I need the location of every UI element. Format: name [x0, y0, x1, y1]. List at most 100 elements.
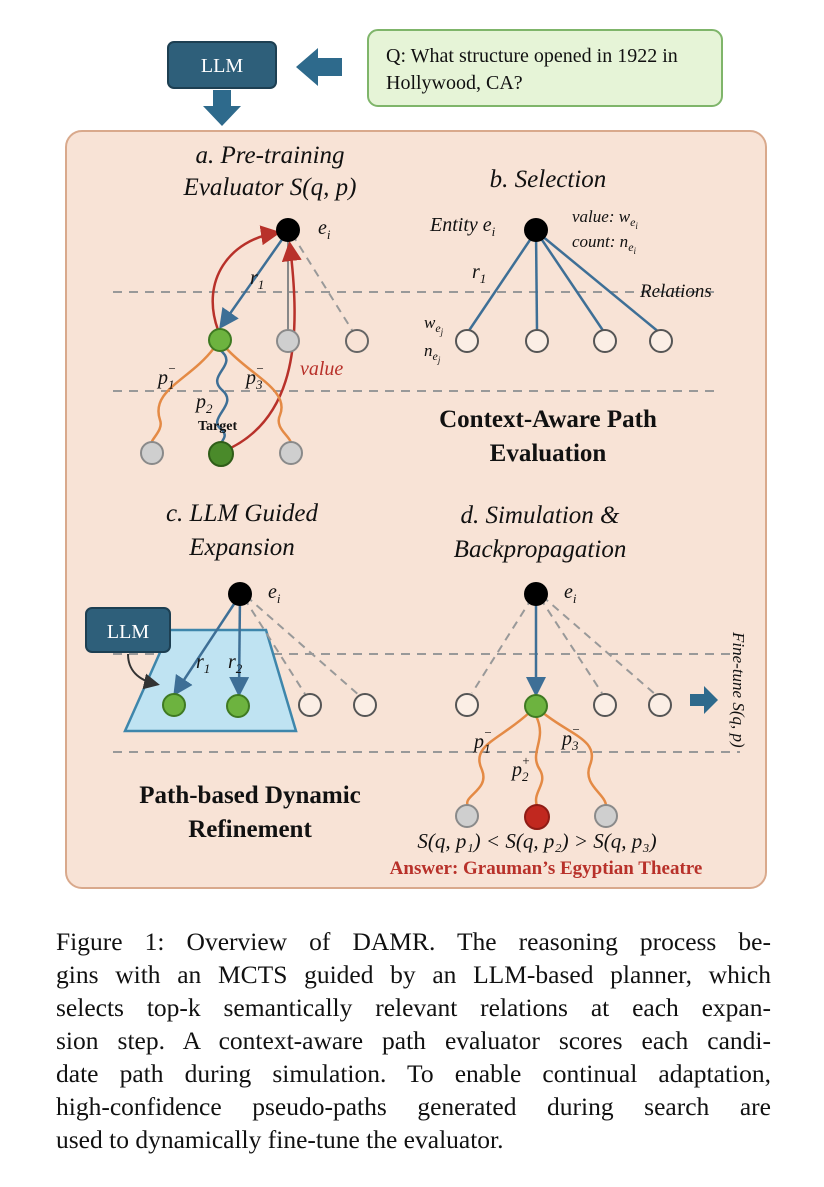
caption-line: selects top-k semantically relevant rela… — [56, 993, 771, 1022]
panel-b-child-2 — [525, 329, 549, 353]
question-line-1: Q: What structure opened in 1922 in — [386, 45, 678, 67]
panel-c-empty-2 — [353, 693, 377, 717]
figure-caption: Figure 1: Overview of DAMR. The reasonin… — [56, 925, 771, 1156]
panel-a: a. Pre-training Evaluator S(q, p) ei r1 … — [140, 142, 369, 467]
panel-c-llm-label: LLM — [107, 621, 149, 643]
svg-text:Entity ei: Entity ei — [429, 214, 496, 239]
panel-c-entity-label: e — [268, 581, 277, 603]
panel-d-p1-label: p — [472, 731, 484, 753]
panel-d-answer: Answer: Grauman’s Egyptian Theatre — [390, 858, 703, 879]
panel-d-leaf-3 — [594, 804, 618, 828]
caption-line: gins with an MCTS guided by an LLM-based… — [56, 960, 771, 989]
panel-b-entity-node — [524, 218, 548, 242]
panel-b-w-label: w — [424, 313, 436, 332]
svg-text:ei: ei — [564, 581, 577, 606]
panel-a-green-node — [208, 328, 232, 352]
svg-text:p3−: p3− — [560, 722, 580, 753]
panel-d-leaf-1 — [455, 804, 479, 828]
svg-text:count: nei: count: nei — [572, 232, 637, 256]
panel-d-entity-node — [524, 582, 548, 606]
panel-a-p1-label: p — [156, 367, 168, 389]
panel-b-entity-label: Entity e — [429, 214, 492, 236]
panel-d-empty-4 — [648, 693, 672, 717]
panel-c-title-1: c. LLM Guided — [166, 500, 319, 527]
panel-b-relations-label: Relations — [639, 281, 712, 302]
panel-c-entity-node — [228, 582, 252, 606]
caption-line: high-confidence pseudo-paths generated d… — [56, 1092, 771, 1121]
panel-a-empty-node — [345, 329, 369, 353]
panel-b-relation-label: r — [472, 261, 480, 283]
panel-d-title-1: d. Simulation & — [460, 502, 620, 529]
svg-text:p1−: p1− — [472, 725, 492, 756]
caption-line: date path during simulation. To enable c… — [56, 1059, 771, 1088]
panel-d-empty-1 — [455, 693, 479, 717]
panel-d-inequality: S(q, p₁) < S(q, p₂) > S(q, p₃) — [417, 829, 656, 853]
panel-a-target-node — [208, 441, 234, 467]
panel-b-title: b. Selection — [490, 166, 607, 193]
top-llm-box: LLM — [167, 41, 277, 89]
panel-c-green-2 — [226, 694, 250, 718]
panel-d-entity-label: e — [564, 581, 573, 603]
question-line-2: Hollywood, CA? — [386, 72, 523, 94]
svg-text:value: wei: value: wei — [572, 207, 638, 231]
panel-a-title-2: Evaluator S(q, p) — [183, 174, 357, 201]
path-based-line-2: Refinement — [188, 816, 312, 843]
caption-line: Figure 1: Overview of DAMR. The reasonin… — [56, 927, 771, 956]
panel-d-title-2: Backpropagation — [454, 536, 627, 563]
panel-d-finetune-label: Fine-tune S(q, p) — [729, 631, 748, 748]
context-aware-line-1: Context-Aware Path — [439, 406, 657, 433]
panel-a-title-1: a. Pre-training — [195, 142, 344, 169]
panel-c: c. LLM Guided Expansion LLM ei r1 r2 — [85, 500, 377, 733]
panel-a-p2-label: p — [194, 391, 206, 413]
panel-d: d. Simulation & Backpropagation ei p1− p… — [390, 502, 748, 879]
svg-text:r1: r1 — [472, 261, 486, 286]
svg-text:p2+: p2+ — [510, 753, 530, 784]
panel-d-answer-node — [524, 804, 550, 830]
panel-c-empty-1 — [298, 693, 322, 717]
svg-text:ei: ei — [268, 581, 281, 606]
panel-c-green-1 — [162, 693, 186, 717]
panel-a-target-label: Target — [198, 419, 237, 434]
panel-b-child-4 — [649, 329, 673, 353]
svg-text:p1−: p1− — [156, 361, 176, 392]
left-arrow-icon — [296, 48, 342, 86]
panel-b-n-label: n — [424, 341, 433, 360]
panel-c-llm-box: LLM — [85, 607, 171, 653]
panel-a-entity-label: e — [318, 217, 327, 239]
panel-c-r1-label: r — [196, 651, 204, 673]
context-aware-line-2: Evaluation — [490, 440, 607, 467]
caption-line: used to dynamically fine-tune the evalua… — [56, 1125, 504, 1154]
panel-a-grey-node — [276, 329, 300, 353]
panel-a-p3-label: p — [244, 367, 256, 389]
panel-c-title-2: Expansion — [188, 534, 295, 561]
svg-text:r1: r1 — [196, 651, 210, 676]
panel-b: b. Selection Entity ei value: wei count:… — [424, 166, 712, 365]
panel-d-green-node — [524, 694, 548, 718]
svg-text:r2: r2 — [228, 651, 243, 676]
panel-d-p2-label: p — [510, 759, 522, 781]
svg-text:ei: ei — [318, 217, 331, 242]
panel-b-child-3 — [593, 329, 617, 353]
panel-a-entity-node — [276, 218, 300, 242]
panel-a-value-label: value — [300, 358, 343, 380]
svg-text:r1: r1 — [250, 267, 264, 292]
panel-a-leaf-3 — [279, 441, 303, 465]
svg-text:nej: nej — [424, 341, 441, 365]
finetune-arrow-icon — [690, 686, 718, 714]
panel-d-p3-label: p — [560, 728, 572, 750]
panel-d-empty-3 — [593, 693, 617, 717]
panel-b-count-label: count: n — [572, 232, 628, 251]
panel-a-relation-label: r — [250, 267, 258, 289]
question-bubble: Q: What structure opened in 1922 in Holl… — [367, 29, 723, 107]
svg-text:p3−: p3− — [244, 361, 264, 392]
svg-text:wej: wej — [424, 313, 444, 337]
caption-line: sion step. A context-aware path evaluato… — [56, 1026, 771, 1055]
panel-c-r2-label: r — [228, 651, 236, 673]
top-llm-label: LLM — [201, 55, 243, 77]
damr-overview-figure: LLM Q: What structure opened in 1922 in … — [65, 29, 767, 889]
panel-b-child-1 — [455, 329, 479, 353]
panel-a-leaf-1 — [140, 441, 164, 465]
panel-b-value-label: value: w — [572, 207, 631, 226]
svg-text:p2: p2 — [194, 391, 213, 416]
path-based-line-1: Path-based Dynamic — [139, 782, 361, 809]
